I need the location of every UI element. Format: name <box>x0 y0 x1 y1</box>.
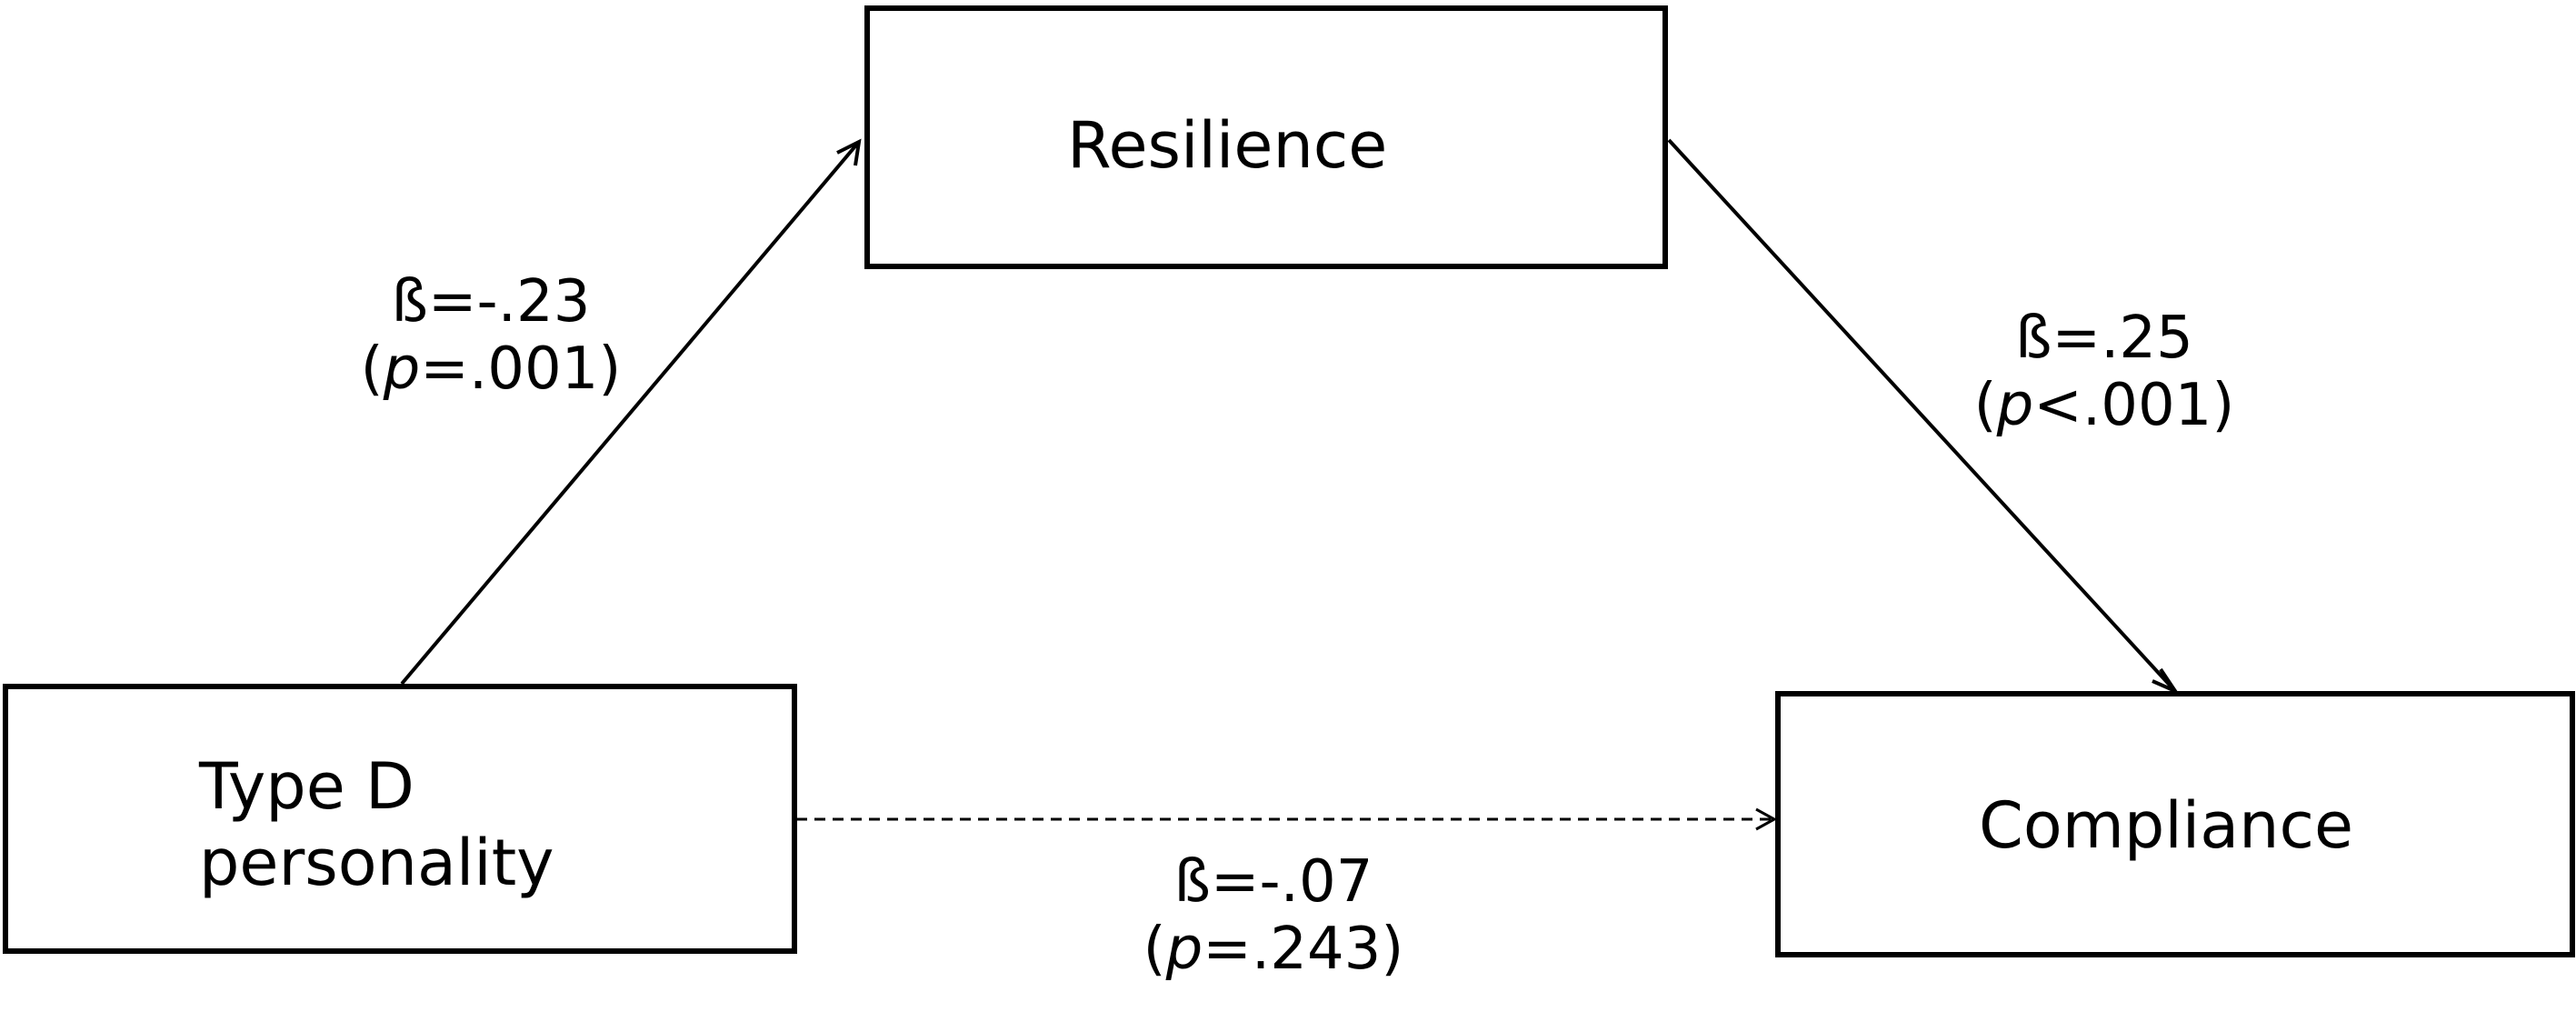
path-a-beta: ß=-.23 <box>391 268 591 336</box>
path-a-coefficient: ß=-.23 (p=.001) <box>323 268 659 403</box>
path-a-arrowhead <box>836 138 862 166</box>
path-c-prime-coefficient: ß=-.07 (p=.243) <box>1105 848 1442 983</box>
path-c-prime-arrowhead <box>1755 807 1778 831</box>
resilience-box: Resilience <box>864 5 1668 269</box>
path-b-beta: ß=.25 <box>2015 305 2193 372</box>
path-a-p-value: (p=.001) <box>360 336 622 403</box>
path-b-coefficient: ß=.25 (p<.001) <box>1936 305 2272 439</box>
compliance-label: Compliance <box>1979 788 2354 863</box>
type-d-label-line1: Type D <box>199 749 414 824</box>
compliance-box: Compliance <box>1775 691 2575 957</box>
type-d-personality-box: Type D personality <box>3 684 797 954</box>
path-c-prime-p-value: (p=.243) <box>1143 916 1404 983</box>
resilience-label: Resilience <box>1067 108 1388 183</box>
path-b-p-value: (p<.001) <box>1973 372 2235 439</box>
type-d-label-line2: personality <box>199 826 554 900</box>
path-c-prime-beta: ß=-.07 <box>1173 848 1373 916</box>
path-b-line <box>1667 138 2177 693</box>
path-a-line <box>400 140 861 686</box>
